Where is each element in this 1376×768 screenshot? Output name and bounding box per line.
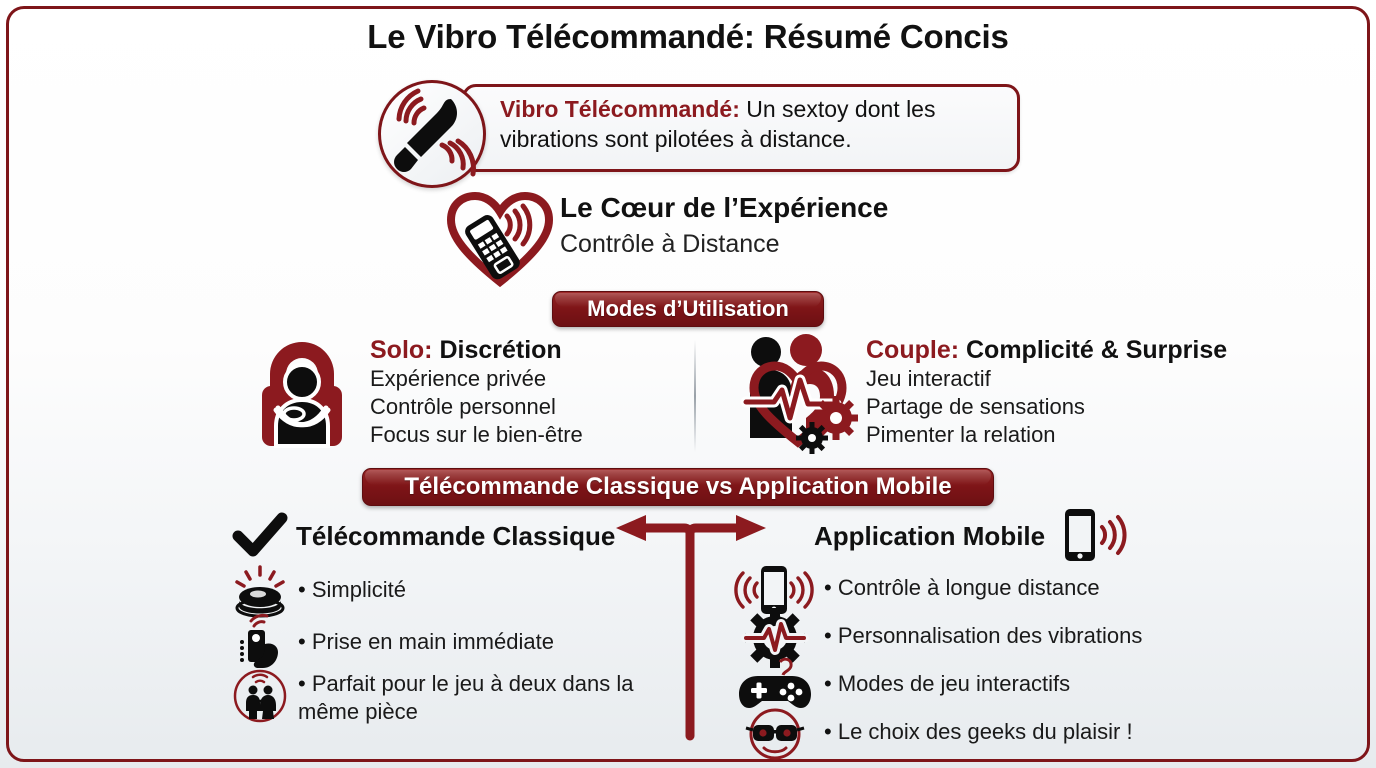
feature-label: Le choix des geeks du plaisir ! bbox=[837, 719, 1133, 744]
feature-item: • Le choix des geeks du plaisir ! bbox=[736, 706, 1196, 762]
mode-solo-point-3: Focus sur le bien-être bbox=[370, 422, 583, 447]
feature-label: Contrôle à longue distance bbox=[837, 575, 1100, 600]
double-arrow-split-icon bbox=[612, 512, 772, 748]
mode-solo-point-1: Expérience privée bbox=[370, 366, 547, 391]
smartphone-waves-icon bbox=[1059, 507, 1129, 565]
bullet: • bbox=[824, 671, 832, 696]
feature-item: • Parfait pour le jeu à deux dans la mêm… bbox=[232, 668, 652, 726]
feature-text: • Parfait pour le jeu à deux dans la mêm… bbox=[288, 668, 638, 726]
definition-box bbox=[462, 84, 1020, 172]
mode-solo-title: Discrétion bbox=[432, 336, 562, 364]
column-classic-heading: Télécommande Classique bbox=[296, 520, 616, 551]
feature-label: Parfait pour le jeu à deux dans la même … bbox=[298, 671, 634, 724]
hand-remote-icon bbox=[232, 613, 288, 672]
feature-item: • Personnalisation des vibrations bbox=[736, 608, 1196, 668]
mode-solo-keyword: Solo: bbox=[370, 336, 433, 364]
column-mobile-heading: Application Mobile bbox=[814, 520, 1046, 551]
feature-label: Personnalisation des vibrations bbox=[837, 623, 1143, 648]
heart-remote-icon bbox=[445, 190, 555, 288]
smartphone-signal-icon bbox=[734, 562, 814, 618]
mode-couple-point-3: Pimenter la relation bbox=[866, 422, 1056, 447]
push-button-icon bbox=[232, 564, 288, 620]
mode-couple-heading: Couple: Complicité & Surprise bbox=[866, 336, 1227, 365]
feature-label: Modes de jeu interactifs bbox=[837, 671, 1071, 696]
feature-text: • Modes de jeu interactifs bbox=[814, 658, 1070, 698]
couple-heart-gears-icon bbox=[740, 334, 858, 454]
core-experience-block: Le Cœur de l’Expérience Contrôle à Dista… bbox=[440, 190, 960, 288]
feature-item: • Prise en main immédiate bbox=[232, 613, 652, 672]
page-title: Le Vibro Télécommandé: Résumé Concis bbox=[367, 18, 1009, 55]
modes-section: Solo: Discrétion Expérience privée Contr… bbox=[0, 332, 1376, 462]
bullet: • bbox=[298, 629, 306, 654]
bullet: • bbox=[824, 575, 832, 600]
definition-term: Vibro Télécommandé: bbox=[500, 96, 740, 122]
column-mobile-header: Application Mobile bbox=[736, 509, 1129, 561]
feature-label: Prise en main immédiate bbox=[311, 629, 554, 654]
definition-body: Un sextoy dont les vibrations sont pilot… bbox=[500, 96, 936, 152]
core-heading: Le Cœur de l’Expérience bbox=[560, 192, 889, 223]
column-classic-header: Télécommande Classique bbox=[232, 512, 616, 558]
definition-text: Vibro Télécommandé: Un sextoy dont les v… bbox=[500, 94, 1020, 154]
feature-label: Simplicité bbox=[311, 577, 406, 602]
mode-couple-point-2: Partage de sensations bbox=[866, 394, 1085, 419]
definition-block: Vibro Télécommandé: Un sextoy dont les v… bbox=[378, 80, 1028, 188]
mode-solo-heading: Solo: Discrétion bbox=[370, 336, 583, 365]
mode-solo: Solo: Discrétion Expérience privée Contr… bbox=[248, 332, 688, 462]
comparison-banner: Télécommande Classique vs Application Mo… bbox=[362, 468, 994, 506]
padlock-person-icon bbox=[248, 334, 358, 452]
feature-text: • Prise en main immédiate bbox=[288, 616, 554, 656]
gamepad-icon bbox=[736, 657, 814, 714]
mode-couple-body: Couple: Complicité & Surprise Jeu intera… bbox=[866, 336, 1227, 449]
feature-text: • Simplicité bbox=[288, 564, 406, 604]
bullet: • bbox=[824, 623, 832, 648]
comparison-section: Télécommande Classique • Simp bbox=[0, 509, 1376, 762]
feature-text: • Contrôle à longue distance bbox=[814, 562, 1100, 602]
feature-item: • Modes de jeu interactifs bbox=[736, 657, 1196, 714]
feature-text: • Personnalisation des vibrations bbox=[814, 610, 1142, 650]
mode-couple-keyword: Couple: bbox=[866, 336, 960, 364]
bullet: • bbox=[298, 577, 306, 602]
geek-face-icon bbox=[736, 706, 814, 762]
feature-text: • Le choix des geeks du plaisir ! bbox=[814, 706, 1133, 746]
couple-circle-icon bbox=[232, 668, 288, 724]
mode-solo-body: Solo: Discrétion Expérience privée Contr… bbox=[370, 336, 583, 449]
feature-item: • Contrôle à longue distance bbox=[734, 562, 1196, 618]
bullet: • bbox=[824, 719, 832, 744]
modes-divider bbox=[694, 340, 696, 452]
mode-couple-point-1: Jeu interactif bbox=[866, 366, 991, 391]
modes-banner: Modes d’Utilisation bbox=[552, 291, 824, 327]
mode-solo-point-2: Contrôle personnel bbox=[370, 394, 556, 419]
core-subheading: Contrôle à Distance bbox=[560, 230, 780, 258]
mode-couple: Couple: Complicité & Surprise Jeu intera… bbox=[740, 332, 1240, 462]
bullet: • bbox=[298, 671, 306, 696]
vibrator-waves-icon bbox=[378, 80, 486, 188]
gear-pulse-icon bbox=[736, 608, 814, 668]
checkmark-icon bbox=[232, 512, 288, 558]
feature-item: • Simplicité bbox=[232, 564, 652, 620]
mode-couple-title: Complicité & Surprise bbox=[959, 336, 1228, 364]
